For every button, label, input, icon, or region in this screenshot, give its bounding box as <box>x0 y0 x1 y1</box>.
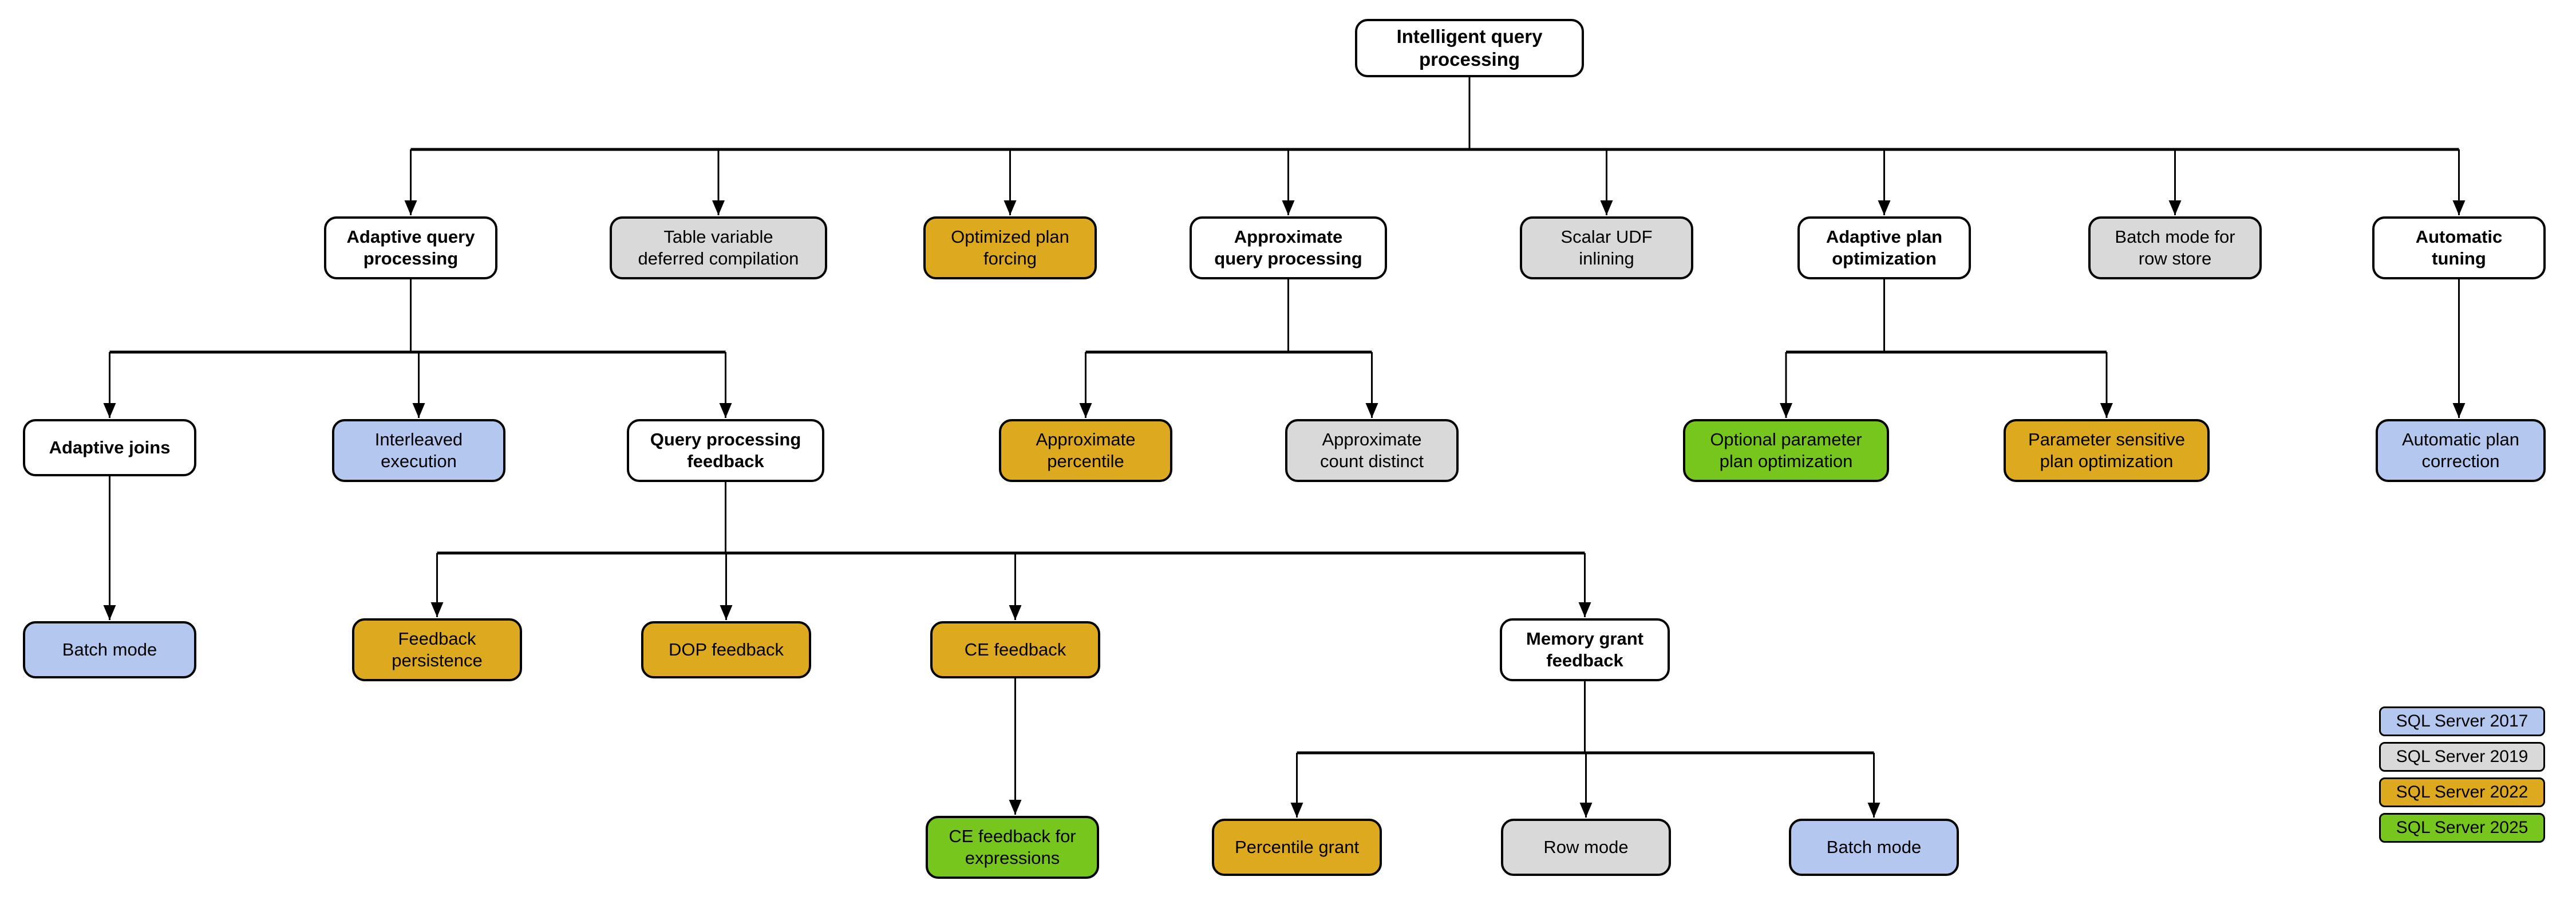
node-batchmode2[interactable]: Batch mode <box>1789 819 1959 876</box>
legend-item-sql-server-2022: SQL Server 2022 <box>2379 777 2545 807</box>
node-oppo[interactable]: Optional parameter plan optimization <box>1683 419 1889 482</box>
node-adaptivejoins[interactable]: Adaptive joins <box>23 419 196 476</box>
node-fbpersist[interactable]: Feedback persistence <box>352 618 522 681</box>
node-opf[interactable]: Optimized plan forcing <box>923 216 1097 279</box>
node-apo[interactable]: Adaptive plan optimization <box>1797 216 1971 279</box>
node-pspo[interactable]: Parameter sensitive plan optimization <box>2004 419 2210 482</box>
node-autotune[interactable]: Automatic tuning <box>2372 216 2546 279</box>
node-approxcd[interactable]: Approximate count distinct <box>1285 419 1459 482</box>
node-dopfb[interactable]: DOP feedback <box>641 621 811 678</box>
node-interleaved[interactable]: Interleaved execution <box>332 419 505 482</box>
legend-item-sql-server-2019: SQL Server 2019 <box>2379 742 2545 772</box>
node-pctgrant[interactable]: Percentile grant <box>1212 819 1382 876</box>
node-apc[interactable]: Automatic plan correction <box>2376 419 2546 482</box>
node-batchmode1[interactable]: Batch mode <box>23 621 196 678</box>
legend-item-sql-server-2017: SQL Server 2017 <box>2379 706 2545 736</box>
node-approxpct[interactable]: Approximate percentile <box>999 419 1172 482</box>
legend-item-sql-server-2025: SQL Server 2025 <box>2379 813 2545 843</box>
node-qpf[interactable]: Query processing feedback <box>627 419 824 482</box>
node-tvdc[interactable]: Table variable deferred compilation <box>610 216 827 279</box>
node-aqp[interactable]: Adaptive query processing <box>324 216 497 279</box>
node-approx[interactable]: Approximate query processing <box>1190 216 1387 279</box>
node-root[interactable]: Intelligent query processing <box>1355 19 1584 77</box>
node-cefbexpr[interactable]: CE feedback for expressions <box>926 816 1099 879</box>
node-udf[interactable]: Scalar UDF inlining <box>1520 216 1693 279</box>
node-cefb[interactable]: CE feedback <box>930 621 1100 678</box>
node-bmrs[interactable]: Batch mode for row store <box>2088 216 2262 279</box>
node-mgf[interactable]: Memory grant feedback <box>1500 618 1670 681</box>
node-rowmode[interactable]: Row mode <box>1501 819 1671 876</box>
